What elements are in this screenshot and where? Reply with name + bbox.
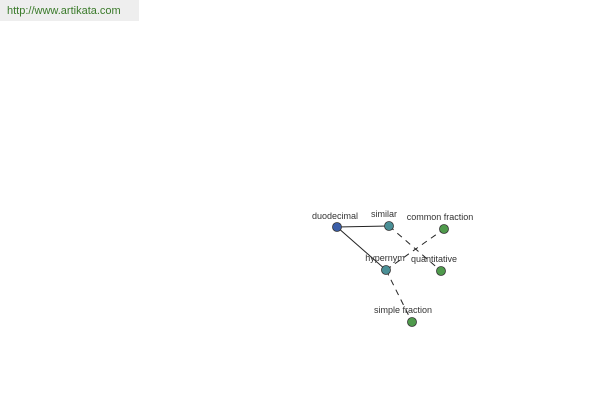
node-common-fraction[interactable] xyxy=(439,224,449,234)
node-label-simple-fraction[interactable]: simple fraction xyxy=(374,305,432,315)
node-label-duodecimal[interactable]: duodecimal xyxy=(312,211,358,221)
edge-similar-quantitative xyxy=(388,225,442,272)
node-label-common-fraction[interactable]: common fraction xyxy=(407,212,474,222)
node-duodecimal[interactable] xyxy=(332,222,342,232)
label-layer: duodecimal similar hypernym common fraction… xyxy=(312,209,473,315)
site-url-link[interactable]: http://www.artikata.com xyxy=(7,5,121,17)
edge-duodecimal-similar xyxy=(336,225,390,228)
node-label-quantitative[interactable]: quantitative xyxy=(411,254,457,264)
node-label-similar[interactable]: similar xyxy=(371,209,397,219)
node-hypernym[interactable] xyxy=(381,265,391,275)
edge-hypernym-common-fraction xyxy=(385,228,445,271)
url-banner: http://www.artikata.com xyxy=(0,0,139,21)
edge-duodecimal-hypernym xyxy=(336,226,387,271)
edge-hypernym-simple-fraction xyxy=(385,269,413,323)
node-quantitative[interactable] xyxy=(436,266,446,276)
node-similar[interactable] xyxy=(384,221,394,231)
node-label-hypernym[interactable]: hypernym xyxy=(365,253,405,263)
node-layer xyxy=(332,221,449,327)
edge-layer xyxy=(336,225,445,323)
node-simple-fraction[interactable] xyxy=(407,317,417,327)
